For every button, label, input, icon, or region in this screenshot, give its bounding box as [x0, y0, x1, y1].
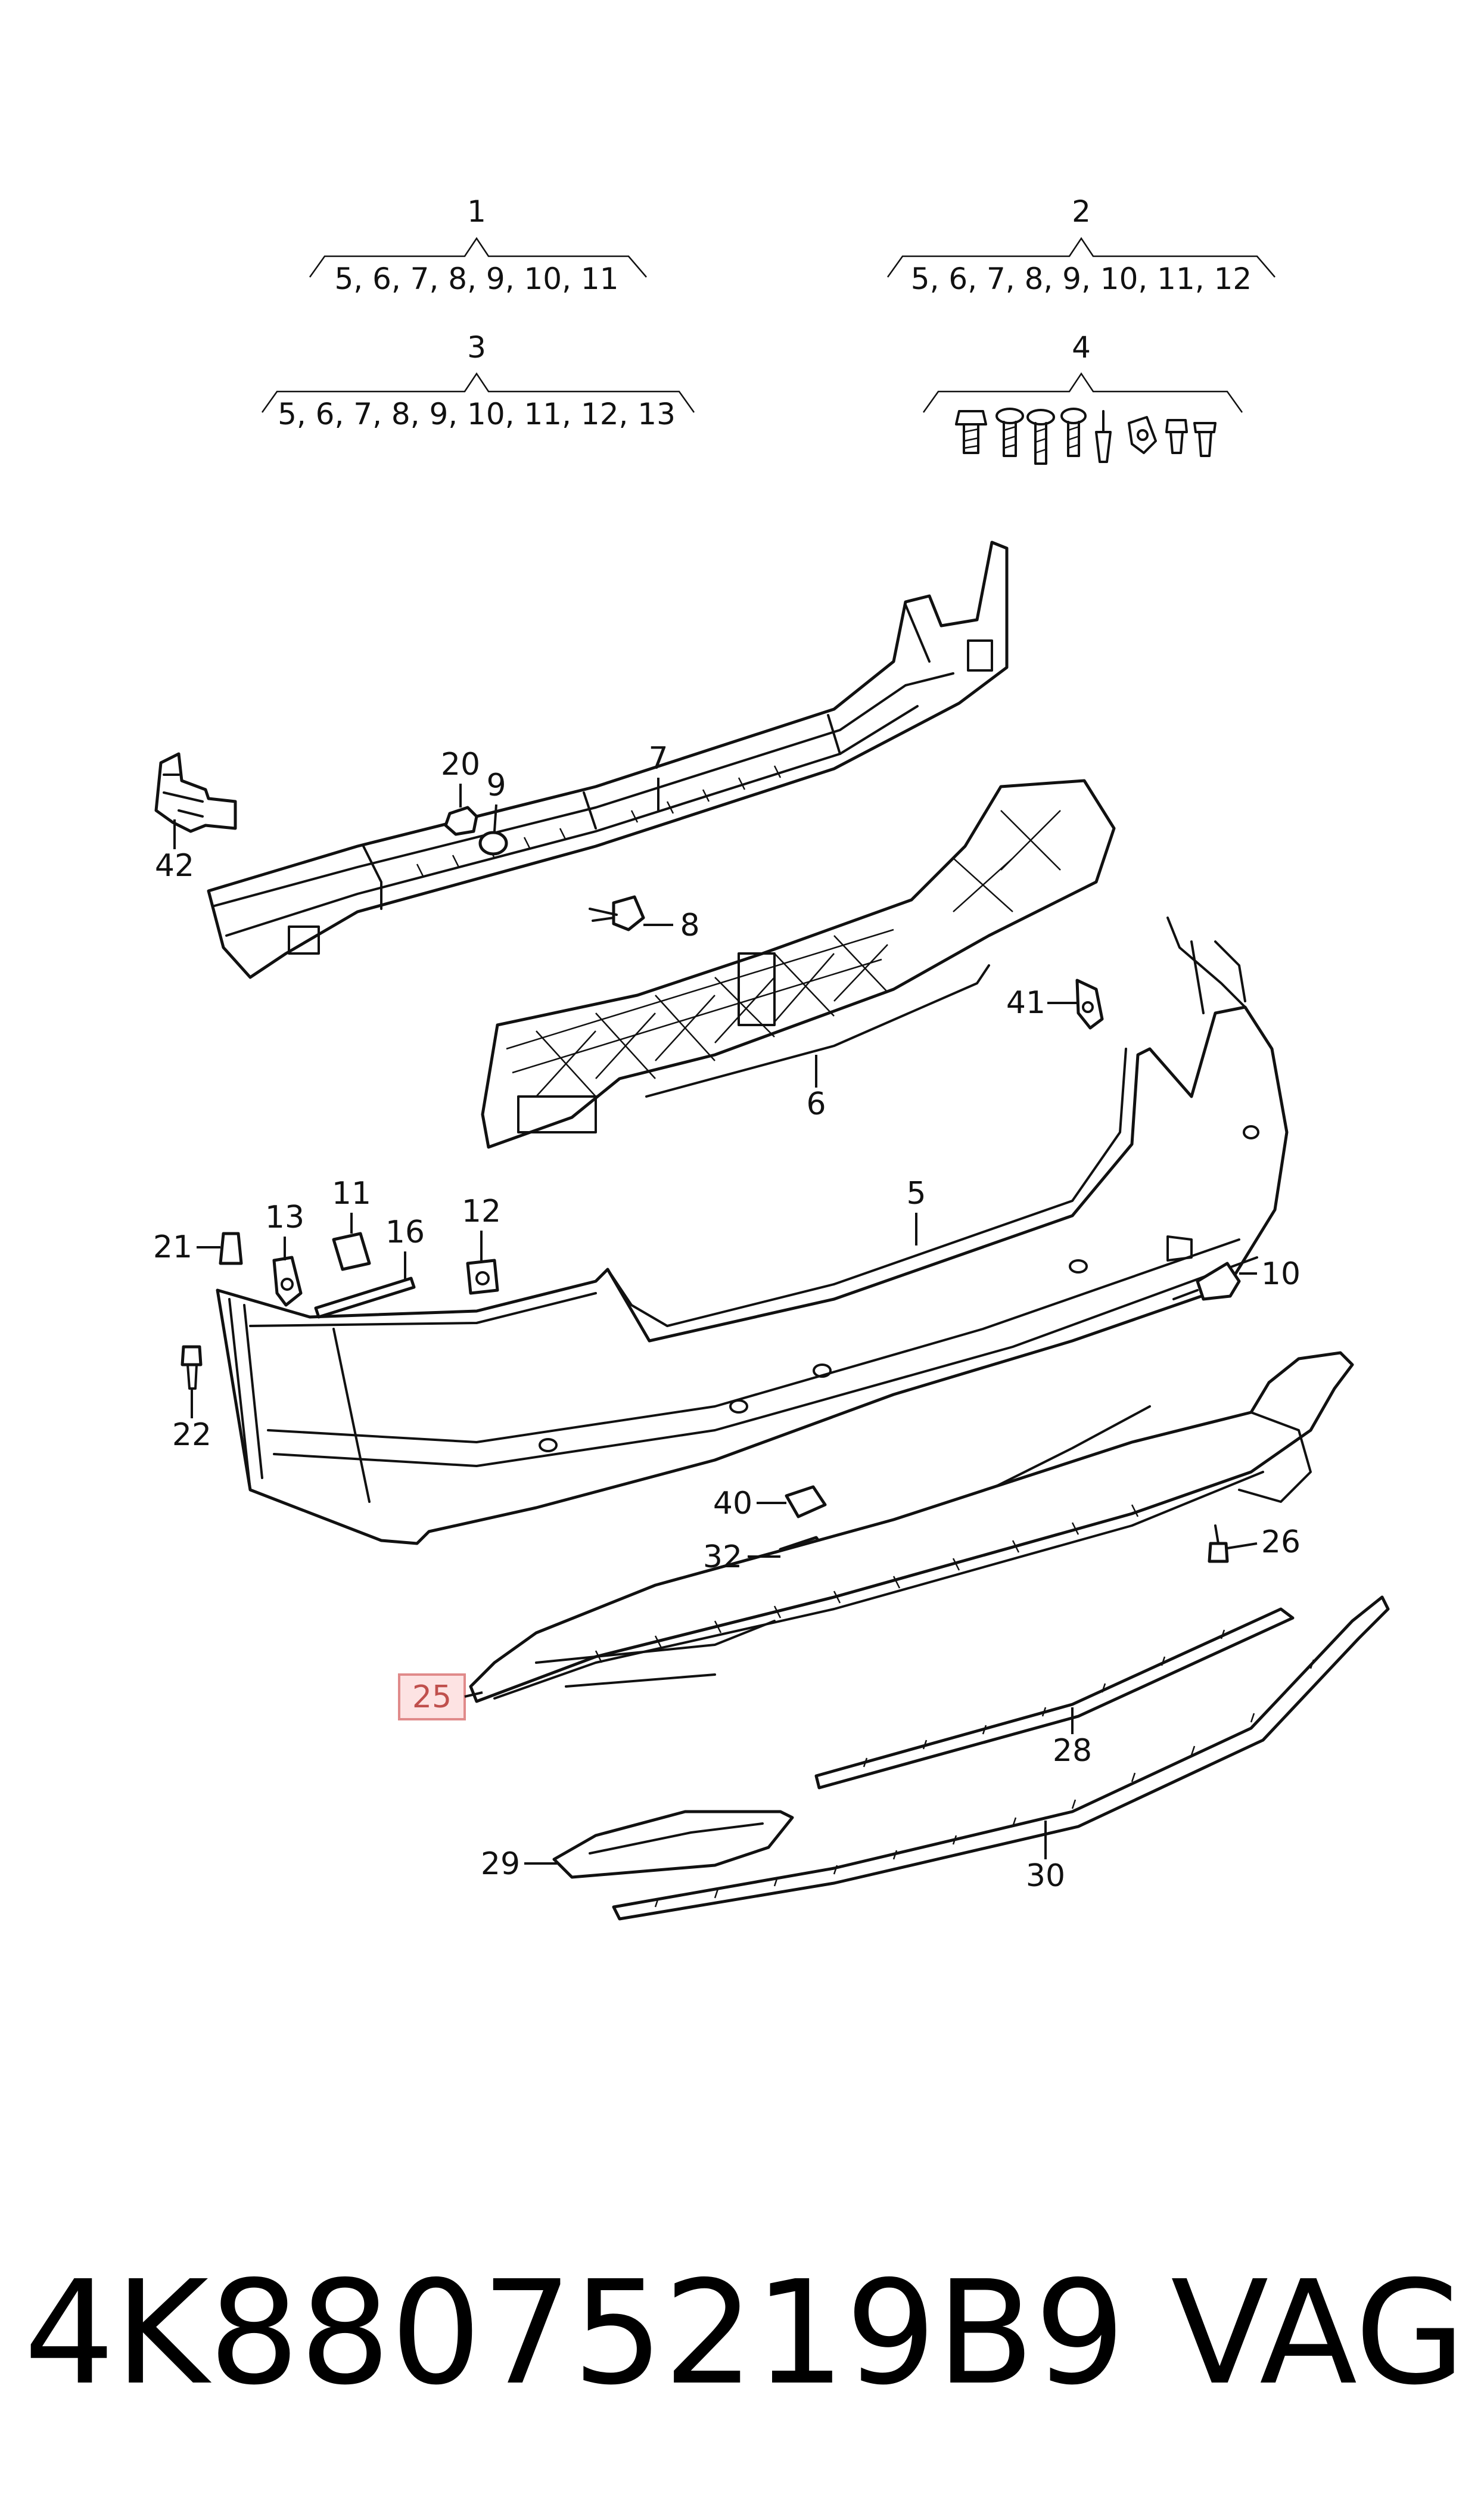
callout-25-highlighted: 25	[398, 1673, 483, 1720]
part-13-bracket	[272, 1256, 303, 1307]
callout-26-label: 26	[1261, 1524, 1301, 1560]
callout-9: 9	[486, 768, 506, 832]
part-30-long-trim	[612, 1595, 1390, 1921]
group-1-number: 1	[467, 194, 486, 229]
group-2-number: 2	[1072, 194, 1091, 229]
callout-11-label: 11	[332, 1176, 371, 1212]
callout-30: 30	[1026, 1821, 1065, 1894]
callout-32-label: 32	[703, 1539, 742, 1575]
group-1-contents: 5, 6, 7, 8, 9, 10, 11	[334, 262, 618, 296]
part-number: 4K88075219B9	[24, 2250, 1125, 2416]
part-9-clip	[478, 831, 508, 856]
callout-21: 21	[153, 1229, 220, 1265]
group-2-header: 2 5, 6, 7, 8, 9, 10, 11, 12	[886, 194, 1275, 296]
part-16-strip	[314, 1276, 416, 1319]
callout-29-label: 29	[481, 1846, 520, 1882]
spreader-rivet-icon	[1165, 419, 1188, 454]
callout-26: 26	[1227, 1524, 1301, 1560]
callout-42: 42	[155, 819, 194, 884]
group-1-bracket	[309, 237, 647, 278]
part-41-bracket	[1075, 979, 1104, 1030]
callout-40: 40	[713, 1486, 786, 1521]
callout-8-label: 8	[680, 908, 699, 943]
callout-22: 22	[172, 1389, 211, 1453]
callout-28-label: 28	[1053, 1733, 1092, 1769]
callout-10-label: 10	[1261, 1256, 1301, 1292]
part-42-mounting-bracket	[154, 752, 237, 833]
callout-5-label: 5	[906, 1176, 926, 1212]
part-10-cover	[1172, 1262, 1241, 1301]
callout-29: 29	[481, 1846, 557, 1882]
callout-22-label: 22	[172, 1417, 211, 1453]
callout-25-label: 25	[412, 1679, 452, 1715]
part-25-diffuser	[469, 1351, 1354, 1703]
callout-25-highlight-box	[398, 1673, 466, 1720]
callout-21-label: 21	[153, 1229, 192, 1265]
rivet-icon	[1095, 410, 1112, 463]
clip-nut-icon	[1128, 416, 1157, 454]
screw-icon	[1026, 409, 1055, 465]
fastener-set-icons	[955, 408, 1217, 465]
part-22-screw	[181, 1345, 203, 1390]
callout-13-label: 13	[265, 1200, 304, 1235]
callout-30-label: 30	[1026, 1858, 1065, 1894]
part-5-bumper-cover	[216, 917, 1289, 1545]
callout-16: 16	[385, 1215, 425, 1281]
part-8-screw	[589, 895, 645, 931]
callout-16-label: 16	[385, 1215, 425, 1250]
callout-40-label: 40	[713, 1486, 752, 1521]
part-40-clip	[785, 1485, 827, 1518]
footer: 4K88075219B9 VAG	[24, 2235, 1466, 2431]
part-21-clip	[219, 1232, 243, 1265]
callout-8: 8	[643, 908, 700, 943]
group-3-contents: 5, 6, 7, 8, 9, 10, 11, 12, 13	[278, 397, 676, 431]
group-4-header: 4	[922, 330, 1243, 465]
part-6-energy-absorber	[481, 779, 1116, 1149]
callout-28: 28	[1053, 1707, 1092, 1769]
callout-7: 7	[648, 741, 668, 810]
callout-42-label: 42	[155, 848, 194, 884]
callout-11: 11	[332, 1176, 371, 1234]
group-1-header: 1 5, 6, 7, 8, 9, 10, 11	[309, 194, 647, 296]
part-28-trim-strip	[814, 1607, 1295, 1790]
callout-32: 32	[703, 1539, 780, 1575]
group-3-number: 3	[467, 330, 486, 365]
callout-41: 41	[1006, 985, 1078, 1021]
callout-6-label: 6	[806, 1086, 826, 1122]
screw-icon	[1060, 408, 1087, 457]
group-4-number: 4	[1072, 330, 1091, 365]
group-2-contents: 5, 6, 7, 8, 9, 10, 11, 12	[911, 262, 1252, 296]
callout-10: 10	[1239, 1256, 1301, 1292]
part-12-bracket	[466, 1259, 499, 1295]
part-29-reflector-trim	[552, 1810, 794, 1879]
callout-12-label: 12	[462, 1194, 501, 1229]
group-2-bracket	[886, 237, 1275, 278]
callout-41-label: 41	[1006, 985, 1046, 1021]
callout-7-label: 7	[648, 741, 668, 776]
group-4-bracket	[922, 372, 1243, 413]
push-clip-icon	[1193, 422, 1217, 457]
part-11-cap	[332, 1232, 371, 1271]
part-26-screw	[1208, 1524, 1229, 1563]
callout-9-label: 9	[486, 768, 506, 803]
callout-6: 6	[806, 1055, 826, 1122]
callout-5: 5	[906, 1176, 926, 1245]
callout-20-label: 20	[441, 747, 480, 782]
screw-icon	[995, 408, 1024, 457]
part-20-nut	[444, 806, 478, 836]
group-3-bracket	[261, 372, 695, 413]
group-3-header: 3 5, 6, 7, 8, 9, 10, 11, 12, 13	[261, 330, 695, 431]
callout-13: 13	[265, 1200, 304, 1260]
brand-name: VAG	[1171, 2250, 1466, 2416]
callout-20: 20	[441, 747, 480, 807]
bolt-icon	[955, 410, 987, 454]
callout-12: 12	[462, 1194, 501, 1260]
